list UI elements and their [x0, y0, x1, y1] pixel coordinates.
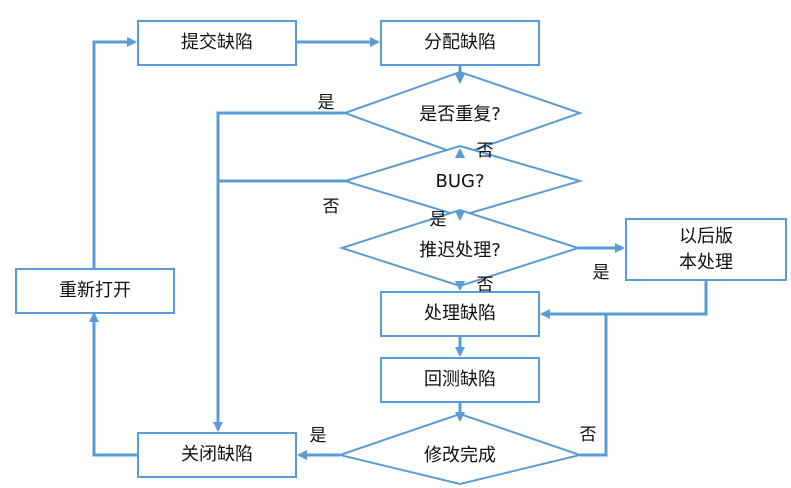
- label-duplicate-no: 否: [476, 140, 494, 161]
- edge-close-reopen: [89, 312, 137, 457]
- node-reopen: 重新打开: [15, 268, 175, 314]
- label-duplicate-yes: 是: [317, 92, 335, 113]
- edge-done-handle: [580, 314, 608, 457]
- label-done-yes: 是: [309, 425, 327, 446]
- decision-bug-label: BUG?: [435, 170, 485, 192]
- diamond-bug: [341, 144, 584, 218]
- decision-defer-label: 推迟处理?: [419, 240, 501, 261]
- edge-later-handle: [540, 281, 708, 319]
- decision-done-label: 修改完成: [424, 445, 496, 466]
- node-retest: 回测缺陷: [380, 357, 540, 403]
- decision-duplicate-label: 是否重复?: [419, 104, 501, 125]
- label-bug-no: 否: [322, 196, 340, 217]
- label-defer-yes: 是: [592, 262, 610, 283]
- edge-duplicate-close: [213, 111, 345, 432]
- node-close: 关闭缺陷: [137, 432, 297, 478]
- edge-reopen-submit: [92, 37, 137, 268]
- node-submit: 提交缺陷: [137, 20, 297, 66]
- diamond-duplicate: [342, 70, 584, 157]
- label-bug-yes: 是: [429, 209, 447, 230]
- label-defer-no: 否: [476, 274, 494, 295]
- label-done-no: 否: [579, 424, 597, 445]
- node-assign: 分配缺陷: [380, 20, 540, 66]
- node-later: 以后版 本处理: [625, 218, 787, 281]
- node-handle: 处理缺陷: [380, 291, 540, 337]
